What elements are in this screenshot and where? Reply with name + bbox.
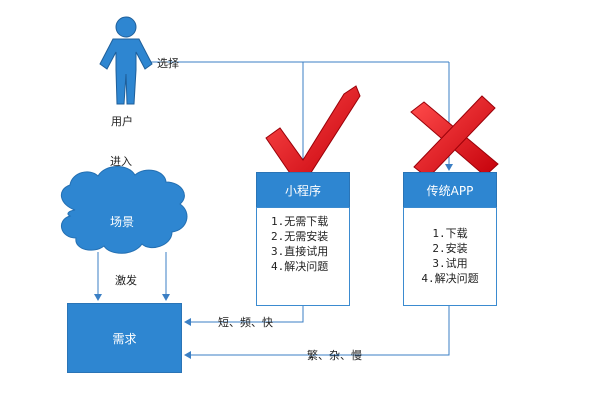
mini-program-list: 1.无需下载 2.无需安装 3.直接试用 4.解决问题 bbox=[271, 214, 349, 274]
list-item: 4.解决问题 bbox=[421, 272, 479, 285]
traditional-app-body: 1.下载 2.安装 3.试用 4.解决问题 bbox=[403, 207, 497, 306]
traditional-app-title: 传统APP bbox=[403, 172, 497, 208]
mini-program-body: 1.无需下载 2.无需安装 3.直接试用 4.解决问题 bbox=[256, 207, 350, 306]
traditional-app-list: 1.下载 2.安装 3.试用 4.解决问题 bbox=[418, 226, 496, 286]
edge-label-enter: 进入 bbox=[110, 155, 132, 168]
list-item: 4.解决问题 bbox=[271, 260, 329, 273]
cross-icon bbox=[410, 95, 499, 179]
list-item: 1.下载 bbox=[432, 227, 468, 240]
scene-label: 场景 bbox=[110, 215, 135, 229]
demand-box: 需求 bbox=[67, 303, 182, 373]
person-icon bbox=[99, 16, 153, 105]
edge-label-app-to-demand: 繁、杂、慢 bbox=[307, 349, 362, 362]
mini-program-title: 小程序 bbox=[256, 172, 350, 208]
connector-trigger bbox=[94, 252, 170, 301]
list-item: 2.无需安装 bbox=[271, 230, 329, 243]
connector-app-to-demand bbox=[184, 306, 450, 359]
checkmark-icon bbox=[265, 85, 361, 183]
list-item: 3.试用 bbox=[432, 257, 468, 270]
list-item: 2.安装 bbox=[432, 242, 468, 255]
edge-label-mini-to-demand: 短、频、快 bbox=[218, 316, 273, 329]
scene-cloud bbox=[60, 166, 188, 254]
edge-label-trigger: 激发 bbox=[115, 274, 137, 287]
connector-choose bbox=[150, 61, 453, 171]
connector-mini-to-demand bbox=[184, 306, 304, 326]
edge-label-choose: 选择 bbox=[157, 57, 179, 70]
list-item: 1.无需下载 bbox=[271, 215, 329, 228]
user-label: 用户 bbox=[111, 115, 133, 128]
list-item: 3.直接试用 bbox=[271, 245, 329, 258]
demand-label: 需求 bbox=[112, 331, 137, 346]
